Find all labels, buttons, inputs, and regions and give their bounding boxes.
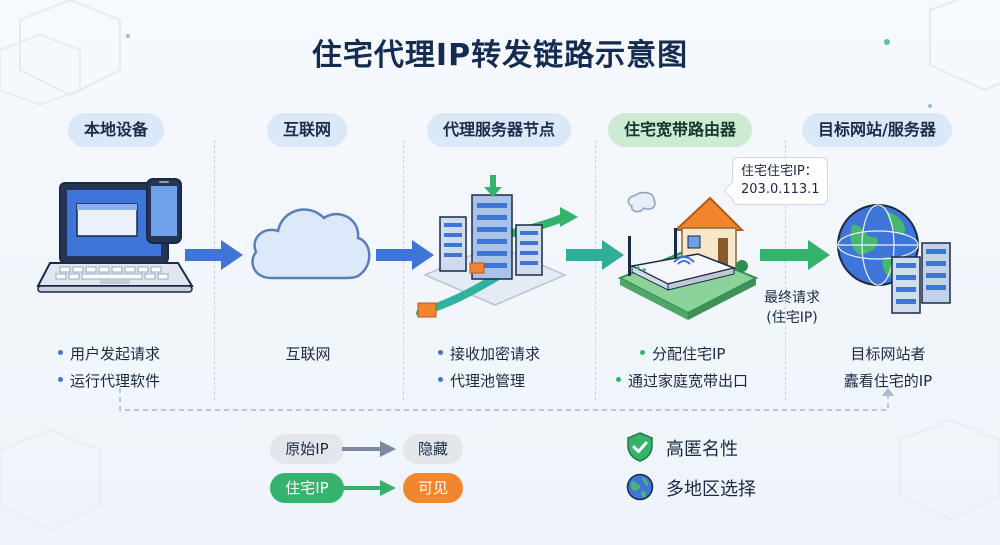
- internet-caption: 互联网: [285, 345, 331, 363]
- target-caption-line-1: 目标网站者: [850, 345, 926, 363]
- bullet-item: 用户发起请求: [58, 343, 160, 364]
- residential-ip-chip: 住宅IP: [270, 473, 344, 503]
- bubble-line-1: 住宅住宅IP：: [741, 164, 818, 179]
- shield-check-icon: [627, 432, 653, 462]
- divider: [595, 140, 596, 400]
- bullet-item: 分配住宅IP: [640, 343, 725, 364]
- arrow-right-icon: [566, 240, 624, 270]
- feature-high-anonymity: 高匿名性: [666, 439, 738, 460]
- visible-chip: 可见: [403, 473, 463, 503]
- arrow-right-icon: [342, 480, 396, 496]
- proxy-server-icon: [416, 175, 578, 318]
- arrow-right-icon: [185, 240, 243, 270]
- bubble-line-2: 203.0.113.1: [741, 182, 820, 197]
- stage-label-target-server: 目标网站/服务器: [802, 113, 952, 147]
- router-house-icon: [617, 191, 759, 320]
- arrow-right-icon: [760, 240, 830, 270]
- arrow-right-icon: [342, 441, 396, 457]
- laptop-icon: [36, 182, 194, 293]
- divider: [214, 140, 215, 400]
- final-request-label: 最终请求 (住宅IP): [752, 288, 832, 328]
- bullet-text: 通过家庭宽带出口: [628, 372, 749, 390]
- stage-label-local-device: 本地设备: [68, 113, 165, 147]
- bullet-item: 代理池管理: [438, 370, 525, 391]
- bullet-text: 用户发起请求: [70, 345, 161, 363]
- globe-server-icon: [837, 204, 951, 314]
- cloud-icon: [251, 208, 371, 280]
- return-path-line: [119, 388, 894, 411]
- stage-label-residential-router: 住宅宽带路由器: [608, 113, 753, 147]
- final-request-line-2: (住宅IP): [766, 310, 818, 326]
- stage-label-internet: 互联网: [267, 113, 348, 147]
- feature-multi-region: 多地区选择: [666, 479, 756, 500]
- arrow-right-icon: [376, 240, 434, 270]
- target-caption-line-2: 蠹看住宅的IP: [843, 372, 933, 390]
- final-request-line-1: 最终请求: [764, 290, 820, 306]
- globe-icon: [626, 473, 654, 501]
- bullet-item: 接收加密请求: [438, 343, 540, 364]
- divider: [785, 140, 786, 400]
- bullet-text: 运行代理软件: [70, 372, 161, 390]
- stage-label-proxy-node: 代理服务器节点: [427, 113, 572, 147]
- bullet-text: 接收加密请求: [450, 345, 541, 363]
- bullet-item: 运行代理软件: [58, 370, 160, 391]
- divider: [403, 140, 404, 400]
- bullet-text: 分配住宅IP: [652, 345, 726, 363]
- page-title: 住宅代理IP转发链路示意图: [311, 38, 689, 73]
- router-ip-bubble: 住宅住宅IP： 203.0.113.1: [732, 157, 828, 205]
- bullet-text: 代理池管理: [450, 372, 526, 390]
- original-ip-chip: 原始IP: [270, 434, 344, 464]
- bullet-item: 通过家庭宽带出口: [616, 370, 748, 391]
- hidden-chip: 隐藏: [403, 434, 463, 464]
- smartphone-icon: [146, 178, 182, 244]
